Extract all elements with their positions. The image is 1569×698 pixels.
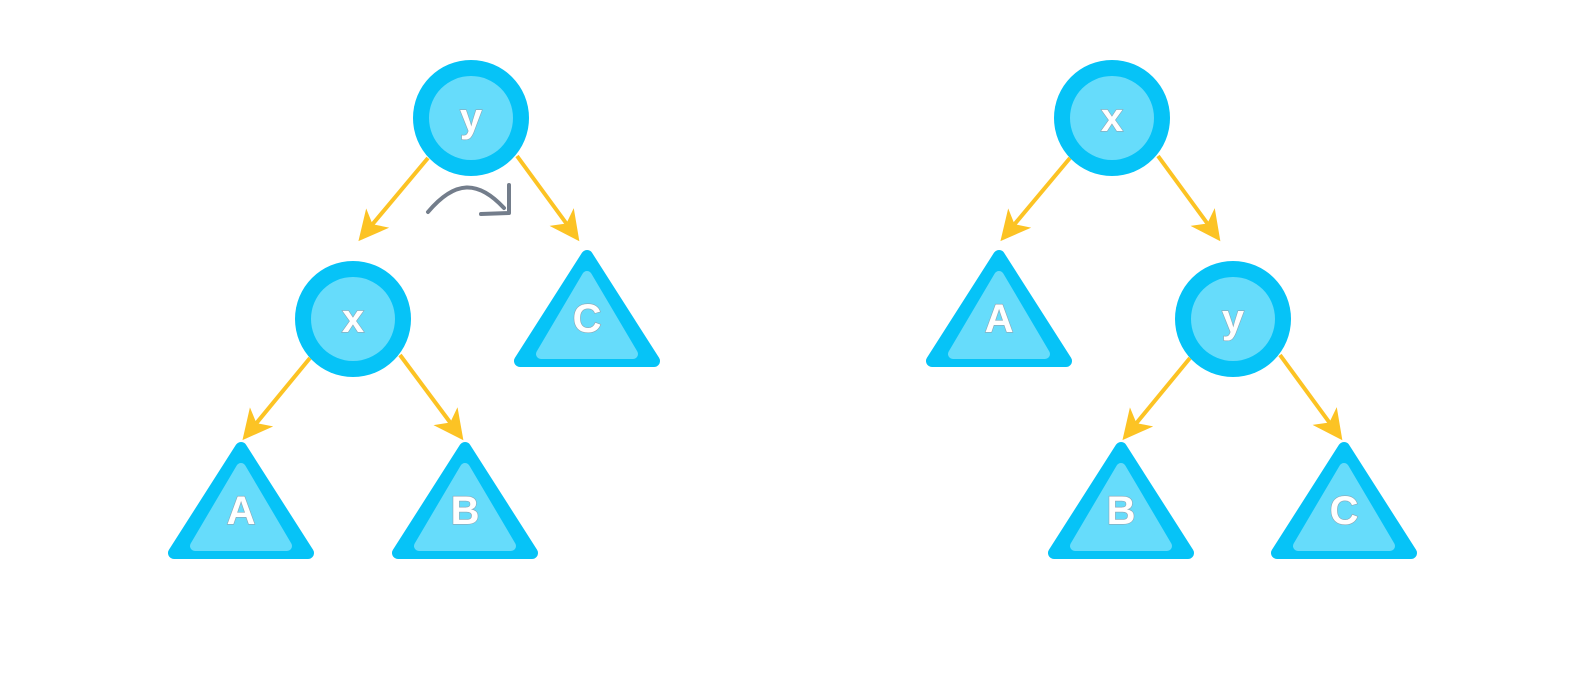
edge-x-to-b — [398, 353, 464, 441]
tree-after-edges — [1000, 154, 1343, 441]
node-y: y — [413, 60, 529, 176]
subtree-a: A — [926, 250, 1072, 367]
subtree-label: A — [227, 489, 256, 533]
edge-x-to-y — [1156, 154, 1221, 242]
subtree-c: C — [1271, 442, 1417, 559]
node-label: y — [1222, 297, 1245, 341]
subtree-label: A — [985, 297, 1014, 341]
node-label: x — [342, 297, 364, 341]
edge-x-to-a — [1000, 156, 1072, 242]
tree-before-edges — [242, 154, 580, 441]
subtree-label: C — [1330, 489, 1359, 533]
edge-y-to-x — [358, 156, 430, 242]
edge-y-to-c — [1278, 353, 1343, 441]
node-x: x — [295, 261, 411, 377]
node-label: x — [1101, 96, 1123, 140]
subtree-label: C — [573, 297, 602, 341]
edge-y-to-c — [515, 154, 580, 242]
node-x: x — [1054, 60, 1170, 176]
edge-y-to-b — [1122, 356, 1192, 441]
node-y: y — [1175, 261, 1291, 377]
subtree-b: B — [1048, 442, 1194, 559]
clockwise-rotation-arrow-icon — [426, 183, 511, 216]
edge-x-to-a — [242, 356, 312, 441]
subtree-c: C — [514, 250, 660, 367]
subtree-label: B — [451, 489, 480, 533]
tree-after: x y A B C — [926, 60, 1417, 559]
node-label: y — [460, 96, 483, 140]
tree-before: y x A B C — [168, 60, 660, 559]
subtree-a: A — [168, 442, 314, 559]
subtree-label: B — [1107, 489, 1136, 533]
subtree-b: B — [392, 442, 538, 559]
